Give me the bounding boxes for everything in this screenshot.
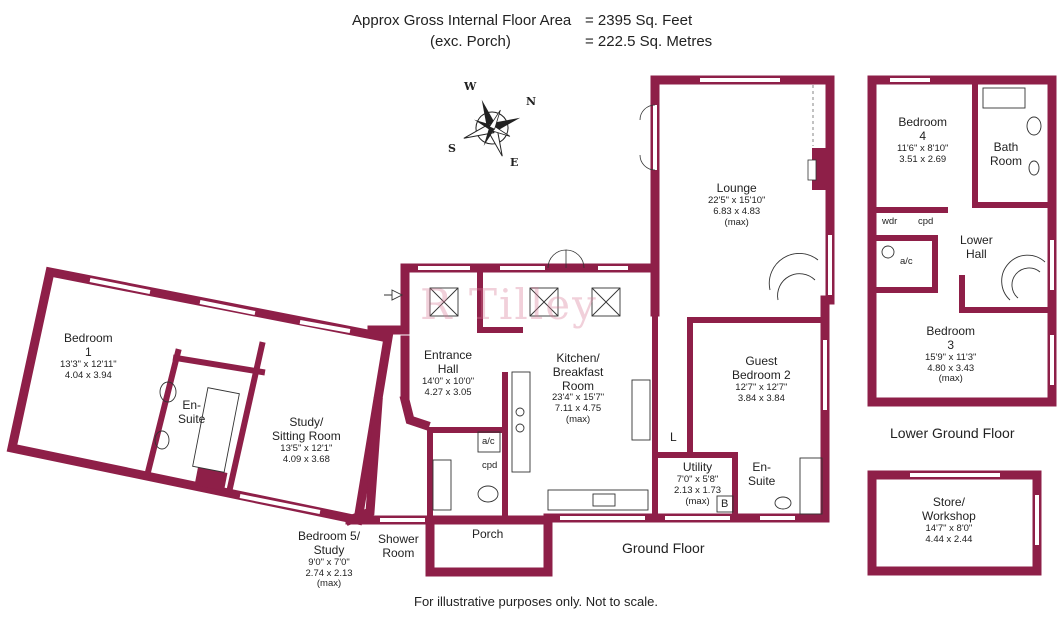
label-wdr: wdr [882,216,898,227]
label-ac-lower: a/c [900,256,913,267]
room-bedroom3: Bedroom 3 15'9" x 11'3" 4.80 x 3.43 (max… [925,324,977,385]
compass-w: W [464,80,477,93]
area-label-1: Approx Gross Internal Floor Area [352,12,572,29]
lower-ground-walls [867,75,1057,407]
room-store-workshop: Store/ Workshop 14'7" x 8'0" 4.44 x 2.44 [922,495,976,545]
area-label-2: (exc. Porch) [430,33,511,50]
label-cpd-ground: cpd [482,460,498,471]
area-value-1: = 2395 Sq. Feet [585,12,693,29]
room-study: Study/ Sitting Room 13'5" x 12'1" 4.09 x… [272,415,341,465]
store-walls [867,470,1042,576]
room-shower: Shower Room [378,532,419,560]
room-kitchen: Kitchen/ Breakfast Room 23'4" x 15'7" 7.… [552,351,605,426]
label-ac-ground: a/c [482,436,495,447]
skylight-marks [429,287,621,317]
room-porch: Porch [472,527,504,541]
label-L: L [670,430,677,444]
room-bedroom5: Bedroom 5/ Study 9'0" x 7'0" 2.74 x 2.13… [298,529,361,590]
area-value-2: = 222.5 Sq. Metres [585,33,713,50]
ground-main-walls [344,249,830,577]
compass-n: N [526,95,537,108]
label-cpd-lower: cpd [918,216,934,227]
room-ensuite2: En- Suite [748,460,776,488]
label-boiler: B [721,498,729,510]
room-ensuite1: En- Suite [178,398,206,426]
compass-rose [463,99,521,157]
room-lower-hall: Lower Hall [960,233,993,261]
lounge-walls [639,75,835,305]
room-utility: Utility 7'0" x 5'8" 2.13 x 1.73 (max) [674,460,722,507]
room-lounge: Lounge 22'5" x 15'10" 6.83 x 4.83 (max) [708,181,766,228]
room-guest-bedroom2: Guest Bedroom 2 12'7" x 12'7" 3.84 x 3.8… [732,354,791,404]
room-bathroom: Bath Room [990,140,1023,168]
floor-title-lower: Lower Ground Floor [890,425,1015,441]
agent-watermark: R Tilley [420,280,598,329]
disclaimer-footer: For illustrative purposes only. Not to s… [414,594,658,609]
floor-title-ground: Ground Floor [622,540,705,556]
compass-e: E [510,156,519,169]
room-bedroom1: Bedroom 1 13'3" x 12'11" 4.04 x 3.94 [60,331,117,381]
room-bedroom4: Bedroom 4 11'6" x 8'10" 3.51 x 2.69 [897,115,949,165]
bedroom1-walls [6,266,394,526]
room-entrance-hall: Entrance Hall 14'0" x 10'0" 4.27 x 3.05 [422,348,475,398]
compass-s: S [448,142,456,155]
